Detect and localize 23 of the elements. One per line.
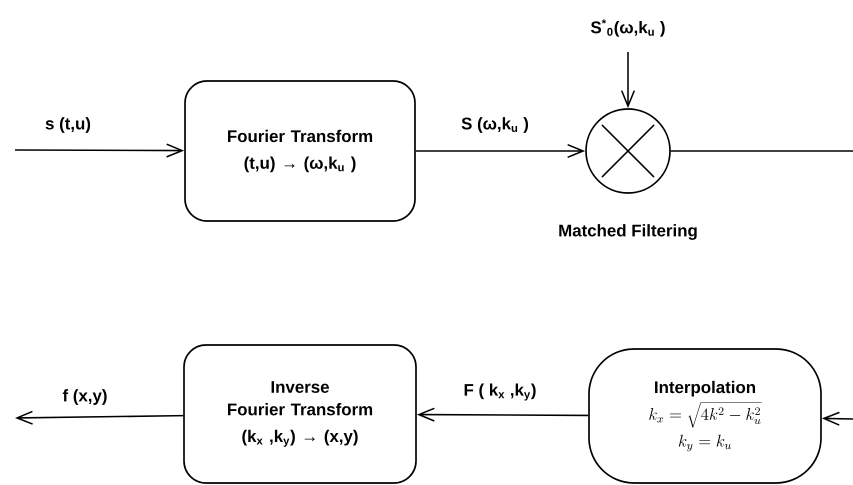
edge-label: S (ω,k$_{u}$ ) <box>460 116 530 134</box>
formula: $k_x = \sqrt{4k^2 - k_u^2}$ <box>649 402 762 428</box>
arrow <box>15 144 184 158</box>
node-caption: Matched Filtering <box>559 224 697 240</box>
process-box <box>184 80 416 222</box>
arrow <box>15 410 184 425</box>
edge-label: S$^{*}$$_{0}$(ω,k$_{u}$ ) <box>589 18 667 38</box>
edge-label: F ( k$_{x}$ ,k$_{y}$) <box>462 382 538 402</box>
arrow <box>416 144 586 158</box>
process-box <box>588 348 822 484</box>
edge-label: s (t,u) <box>44 116 92 134</box>
mapping-text: (k$_{x}$ ,k$_{y}$) → (x,y) <box>242 430 358 447</box>
process-box <box>183 344 417 484</box>
box-heading: Fourier Transform <box>228 130 372 142</box>
box-heading: Interpolation <box>655 380 756 397</box>
arrow <box>416 408 588 422</box>
edge-label: f (x,y) <box>61 388 109 406</box>
formula: $k_y = k_u$ <box>678 434 731 452</box>
box-heading: Inverse Fourier Transform <box>228 381 372 416</box>
multiplier-circle <box>585 108 671 194</box>
arrow <box>620 52 636 108</box>
arrow <box>822 412 853 426</box>
mapping-text: (t,u) → (ω,k$_{u}$ ) <box>244 156 356 172</box>
